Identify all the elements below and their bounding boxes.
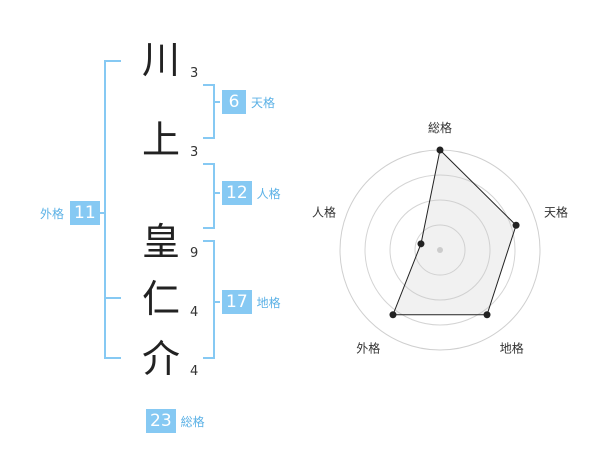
- stroke-count-1: 3: [190, 66, 199, 81]
- chikaku-value: 17: [222, 290, 252, 314]
- gaikaku-value: 11: [70, 201, 100, 225]
- chi-bracket: [203, 240, 215, 359]
- radar-ring: [389, 199, 491, 301]
- stroke-count-2: 3: [190, 145, 199, 160]
- name-char-5: 介: [141, 337, 180, 381]
- name-char-3: 皇: [141, 220, 180, 264]
- ten-bracket: [203, 84, 215, 139]
- radar-polygon: [392, 148, 517, 316]
- radar-axis-label: 総格: [428, 120, 452, 135]
- chikaku-label: 地格: [256, 295, 281, 310]
- soukaku-value: 23: [146, 409, 176, 433]
- gaikaku-label: 外格: [40, 206, 65, 221]
- radar-point: [512, 221, 520, 229]
- radar-point: [436, 146, 444, 154]
- radar-center: [437, 247, 443, 253]
- name-char-4: 仁: [141, 277, 180, 321]
- jinkaku-value: 12: [222, 181, 252, 205]
- radar-point: [483, 311, 491, 319]
- jinkaku-badge: 12 人格: [222, 181, 281, 205]
- stroke-count-3: 9: [190, 246, 199, 261]
- jin-bracket: [203, 163, 215, 229]
- radar-point: [389, 311, 397, 319]
- radar-axis-label: 地格: [500, 341, 524, 356]
- gaikaku-badge: 外格 11: [40, 201, 100, 225]
- name-char-2: 上: [141, 118, 180, 162]
- tenkaku-value: 6: [222, 90, 246, 114]
- radar-point: [417, 240, 425, 248]
- radar-axis-label: 天格: [544, 204, 568, 219]
- chikaku-badge: 17 地格: [222, 290, 281, 314]
- tenkaku-label: 天格: [251, 95, 276, 110]
- stroke-count-5: 4: [190, 364, 199, 379]
- soukaku-badge: 23 総格: [146, 409, 205, 433]
- radar-ring: [364, 174, 516, 326]
- name-char-1: 川: [141, 38, 180, 82]
- jinkaku-label: 人格: [256, 186, 281, 201]
- radar-ring: [414, 224, 466, 276]
- stroke-count-4: 4: [190, 305, 199, 320]
- soukaku-label: 総格: [180, 414, 205, 429]
- tenkaku-badge: 6 天格: [222, 90, 275, 114]
- radar-axis-label: 人格: [312, 204, 336, 219]
- outer-bracket: [104, 60, 121, 359]
- radar-axis-label: 外格: [356, 341, 380, 356]
